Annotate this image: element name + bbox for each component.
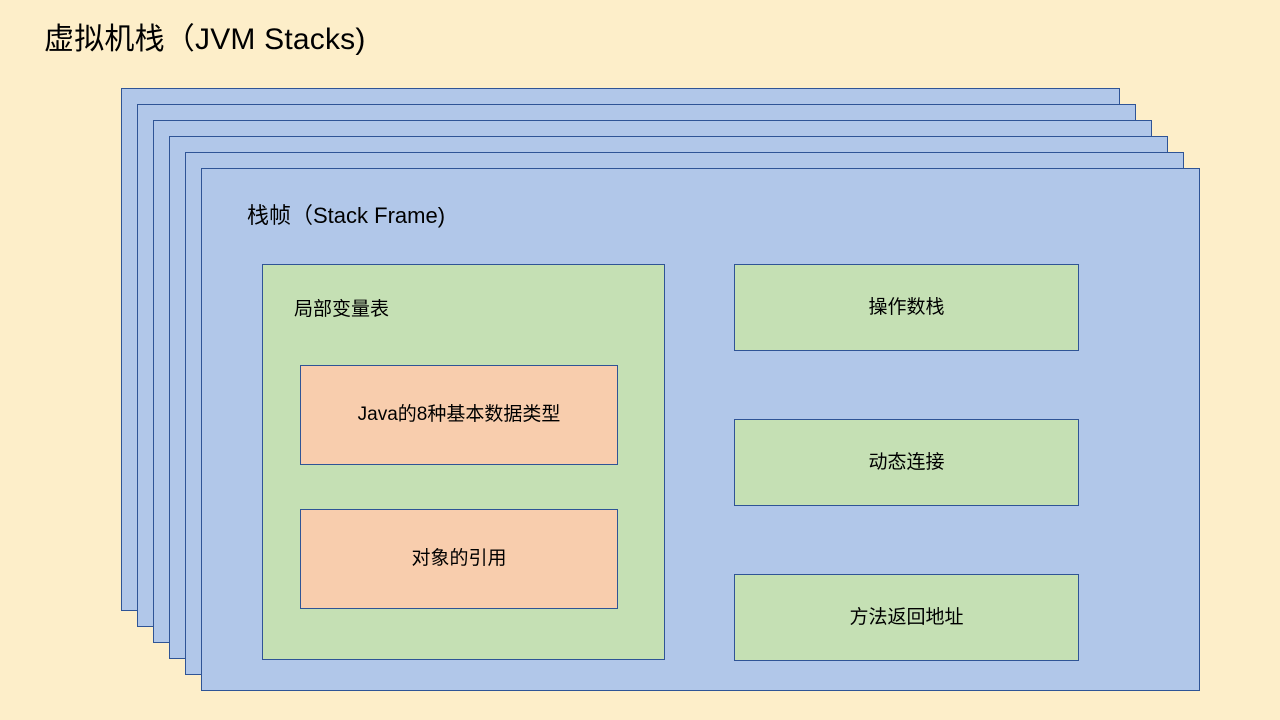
dynamic-linking-label: 动态连接 — [868, 451, 945, 473]
stack-frame-panel: 栈帧（Stack Frame) 局部变量表 Java的8种基本数据类型 对象的引… — [201, 168, 1200, 691]
stack-frame-title: 栈帧（Stack Frame) — [247, 203, 446, 228]
page-title: 虚拟机栈（JVM Stacks) — [44, 23, 366, 56]
local-variable-table-title: 局部变量表 — [294, 299, 390, 320]
operand-stack-label: 操作数栈 — [868, 296, 945, 318]
primitive-types-box: Java的8种基本数据类型 — [300, 365, 618, 465]
return-address-box: 方法返回地址 — [734, 574, 1079, 661]
return-address-label: 方法返回地址 — [849, 606, 964, 628]
object-reference-label: 对象的引用 — [411, 548, 507, 569]
primitive-types-label: Java的8种基本数据类型 — [357, 404, 561, 425]
local-variable-table-box: 局部变量表 Java的8种基本数据类型 对象的引用 — [262, 264, 665, 660]
object-reference-box: 对象的引用 — [300, 509, 618, 609]
dynamic-linking-box: 动态连接 — [734, 419, 1079, 506]
operand-stack-box: 操作数栈 — [734, 264, 1079, 351]
